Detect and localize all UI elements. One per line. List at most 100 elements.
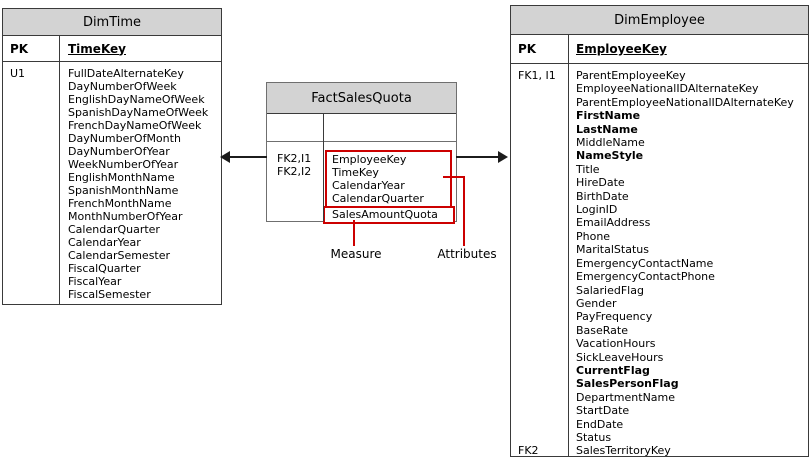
key-annotation — [3, 106, 59, 119]
field-name: CalendarQuarter — [68, 223, 160, 236]
field-name: PayFrequency — [576, 310, 653, 324]
column-divider — [568, 34, 569, 456]
key-annotation — [511, 297, 567, 310]
field-name: StartDate — [576, 404, 630, 418]
measure-label: Measure — [330, 247, 382, 261]
field-name: DayNumberOfWeek — [68, 80, 177, 93]
key-annotation — [511, 176, 567, 189]
field-name: SpanishMonthName — [68, 184, 179, 197]
field-name: EmergencyContactName — [576, 256, 714, 270]
field-name: BaseRate — [576, 323, 629, 337]
key-annotation — [511, 230, 567, 243]
field-row: FK1, I1 ParentEmployeeKey — [511, 69, 808, 82]
field-name: EndDate — [576, 417, 624, 431]
field-name: EmployeeNationalIDAlternateKey — [576, 82, 759, 96]
field-name: EmailAddress — [576, 216, 651, 230]
field-name: CalendarYear — [68, 236, 141, 249]
field-name: FiscalYear — [68, 275, 122, 288]
field-row: CalendarQuarter — [3, 223, 221, 236]
key-annotation — [511, 351, 567, 364]
key-annotation — [511, 364, 567, 377]
field-name: VacationHours — [576, 337, 656, 351]
measure-connector-line — [353, 220, 355, 246]
key-annotation — [3, 262, 59, 275]
key-annotation — [511, 270, 567, 283]
field-name: Status — [576, 430, 612, 444]
field-row: EnglishDayNameOfWeek — [3, 93, 221, 106]
pk-field-name: EmployeeKey — [576, 42, 667, 56]
field-row: EndDate — [511, 418, 808, 431]
field-row: FiscalQuarter — [3, 262, 221, 275]
relationship-line-dimemployee — [456, 156, 500, 158]
key-annotation — [3, 275, 59, 288]
field-name: WeekNumberOfYear — [68, 158, 179, 171]
pk-label: PK — [10, 41, 29, 56]
pk-row: PK EmployeeKey — [511, 35, 808, 64]
field-row: MaritalStatus — [511, 243, 808, 256]
key-annotation — [511, 310, 567, 323]
table-title-dimtime: DimTime — [3, 9, 221, 36]
field-row: ParentEmployeeNationalIDAlternateKey — [511, 96, 808, 109]
field-row: EmailAddress — [511, 216, 808, 229]
field-row: FiscalSemester — [3, 288, 221, 301]
column-divider — [59, 35, 60, 304]
field-row: NameStyle — [511, 149, 808, 162]
field-row: DayNumberOfYear — [3, 145, 221, 158]
key-annotation — [3, 158, 59, 171]
field-name: FiscalQuarter — [68, 262, 141, 275]
field-row: SpanishDayNameOfWeek — [3, 106, 221, 119]
key-annotation — [511, 136, 567, 149]
key-annotation — [511, 257, 567, 270]
field-row: EmergencyContactPhone — [511, 270, 808, 283]
field-row: CurrentFlag — [511, 364, 808, 377]
field-name: HireDate — [576, 176, 625, 190]
field-name: SalariedFlag — [576, 283, 644, 297]
key-annotation — [511, 431, 567, 444]
field-name: NameStyle — [576, 149, 644, 163]
field-row: FiscalYear — [3, 275, 221, 288]
key-annotation — [511, 418, 567, 431]
field-name: ParentEmployeeNationalIDAlternateKey — [576, 95, 794, 109]
field-row: BaseRate — [511, 324, 808, 337]
key-annotation — [3, 288, 59, 301]
field-row: SalariedFlag — [511, 284, 808, 297]
field-row: FirstName — [511, 109, 808, 122]
key-annotation — [511, 203, 567, 216]
field-name: DayNumberOfYear — [68, 145, 170, 158]
pk-row: PK TimeKey — [3, 36, 221, 62]
key-annotation: FK2 — [518, 444, 539, 458]
key-annotation — [511, 82, 567, 95]
field-row: Title — [511, 163, 808, 176]
field-row: VacationHours — [511, 337, 808, 350]
key-annotation: FK1, I1 — [518, 69, 556, 82]
field-name: CalendarQuarter — [332, 192, 424, 205]
field-name: FrenchMonthName — [68, 197, 172, 210]
field-row: FrenchDayNameOfWeek — [3, 119, 221, 132]
key-annotation — [511, 216, 567, 229]
field-name: CurrentFlag — [576, 363, 650, 377]
field-name: FirstName — [576, 109, 641, 123]
column-divider — [323, 113, 324, 221]
field-name: FullDateAlternateKey — [68, 67, 184, 80]
key-annotation — [511, 109, 567, 122]
pk-field-name: TimeKey — [68, 41, 126, 56]
key-annotation — [511, 391, 567, 404]
field-name: DepartmentName — [576, 390, 676, 404]
key-annotation — [511, 377, 567, 390]
key-annotation — [511, 123, 567, 136]
key-annotation — [511, 243, 567, 256]
key-annotation — [3, 145, 59, 158]
field-row: Phone — [511, 230, 808, 243]
field-name: SpanishDayNameOfWeek — [68, 106, 209, 119]
key-annotation — [3, 119, 59, 132]
field-row: PayFrequency — [511, 310, 808, 323]
arrowhead-left-icon — [220, 151, 230, 163]
field-name: SalesTerritoryKey — [576, 444, 671, 458]
key-annotation — [511, 284, 567, 297]
key-annotation — [3, 236, 59, 249]
arrowhead-right-icon — [498, 151, 508, 163]
field-name: SalesPersonFlag — [576, 377, 679, 391]
table-title-dimemployee: DimEmployee — [511, 6, 808, 35]
